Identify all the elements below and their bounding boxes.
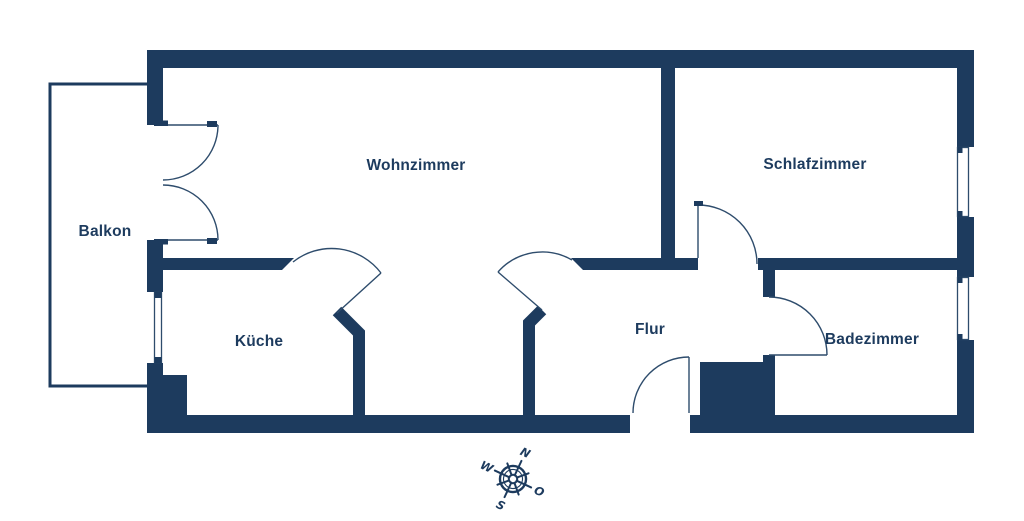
wall-schlafzimmer-bottom [758, 258, 957, 270]
room-label-schlafzimmer: Schlafzimmer [763, 156, 867, 173]
room-label-balkon: Balkon [78, 223, 132, 240]
wall-right-middle [957, 217, 974, 277]
wall-flur-left [523, 305, 547, 415]
wall-left-lower [147, 363, 163, 415]
door-balkon [154, 120, 219, 245]
wall-bottom-left [147, 415, 630, 433]
room-label-flur: Flur [634, 321, 666, 338]
compass-west-label: W [478, 458, 497, 477]
wall-kueche-right [332, 306, 365, 415]
door-kueche [292, 247, 382, 314]
compass-east-label: O [532, 483, 547, 500]
window-badezimmer [956, 276, 975, 341]
wall-bottom-right [690, 415, 974, 433]
compass-north-label: N [518, 444, 533, 461]
door-wohnzimmer-flur [497, 251, 573, 311]
wall-wohnzimmer-bottom [571, 258, 698, 270]
door-entrance [632, 356, 690, 414]
windows [146, 146, 975, 364]
wall-left-upper [147, 68, 163, 125]
room-label-wohnzimmer: Wohnzimmer [366, 157, 466, 174]
shaft-block [700, 362, 775, 415]
room-label-kueche: Küche [234, 333, 284, 350]
wall-top [147, 50, 974, 68]
wall-flur-bad-upper [763, 270, 775, 297]
door-schlafzimmer [694, 201, 758, 265]
window-kueche [146, 291, 164, 364]
wall-right-upper [957, 68, 974, 147]
wall-wohnzimmer-schlafzimmer [661, 68, 675, 258]
wall-right-lower [957, 340, 974, 415]
door-badezimmer [768, 296, 828, 356]
doors [154, 120, 828, 414]
room-label-badezimmer: Badezimmer [824, 331, 920, 348]
wall-left-middle [147, 240, 163, 292]
balcony-outline [48, 82, 147, 388]
exterior-walls [147, 50, 974, 433]
interior-walls [163, 68, 957, 415]
compass-icon: N O S W [478, 444, 547, 513]
pillar-kueche [163, 375, 187, 415]
wall-kueche-top [163, 258, 294, 270]
compass-south-label: S [494, 497, 507, 513]
window-schlafzimmer [956, 146, 975, 218]
